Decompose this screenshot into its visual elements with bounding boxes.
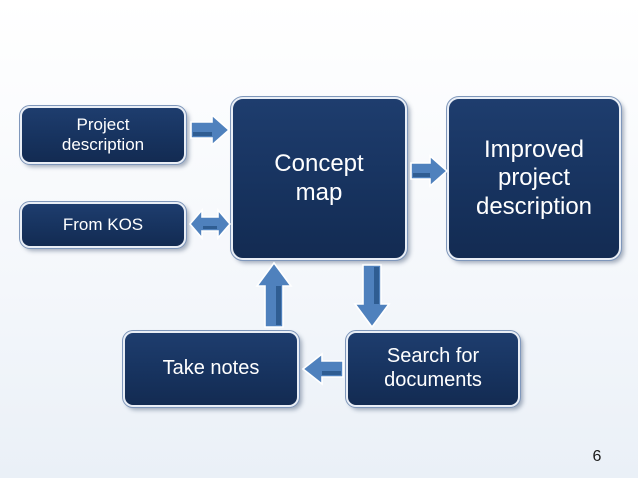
arrow-right-icon xyxy=(410,154,449,188)
concept-map-label: Concept map xyxy=(274,150,364,206)
from-kos-box: From KOS xyxy=(19,201,187,249)
project-description-label: Project description xyxy=(61,114,145,154)
improved-project-description-label: Improved project description xyxy=(475,136,593,220)
take-notes-box: Take notes xyxy=(122,330,300,408)
improved-project-description-box: Improved project description xyxy=(446,96,622,261)
double-arrow-icon xyxy=(188,207,232,241)
from-kos-label: From KOS xyxy=(62,214,144,234)
search-for-documents-box: Search for documents xyxy=(345,330,521,408)
arrow-up-icon xyxy=(255,261,293,328)
arrow-right-icon xyxy=(190,113,231,147)
page-number: 6 xyxy=(592,448,602,465)
search-for-documents-label: Search for documents xyxy=(384,345,482,391)
concept-map-box: Concept map xyxy=(230,96,408,261)
arrow-down-icon xyxy=(353,264,391,329)
take-notes-label: Take notes xyxy=(162,357,260,380)
project-description-box: Project description xyxy=(19,105,187,165)
arrow-left-icon xyxy=(301,352,344,386)
